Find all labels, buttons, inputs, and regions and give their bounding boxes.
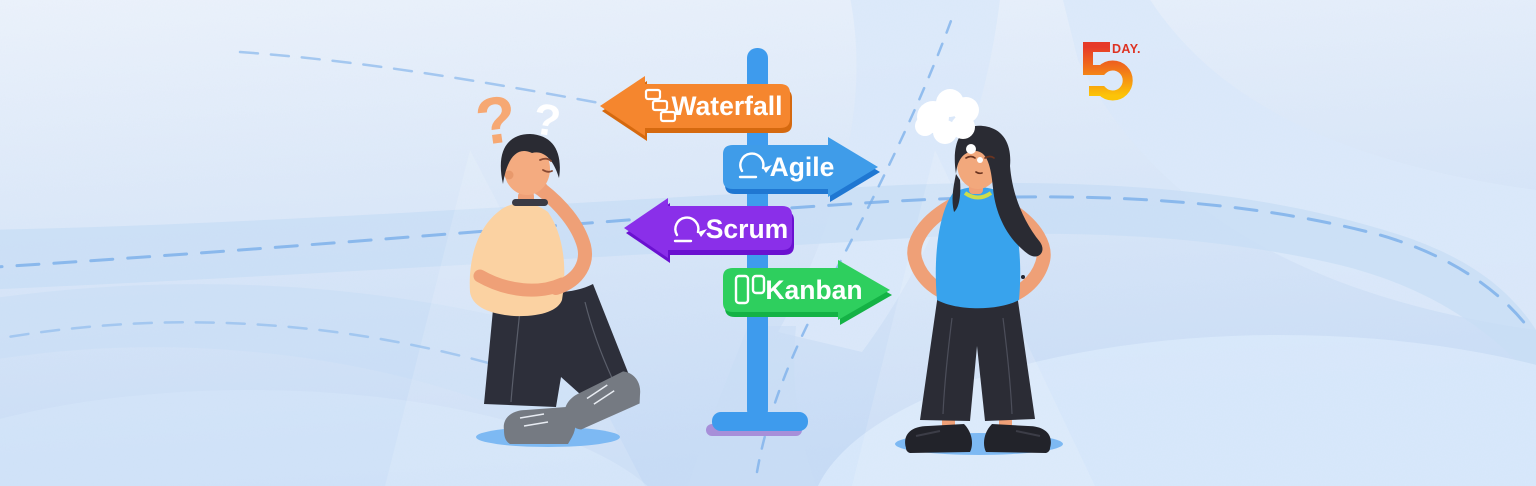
agile-icon-ring — [739, 152, 765, 173]
logo-number-glyph — [1083, 42, 1133, 101]
woman-hair-strand — [952, 174, 961, 212]
man-shoe-left-laces — [519, 413, 549, 427]
agile-icon-arrowhead — [763, 165, 772, 173]
scrum-loop-icon — [673, 216, 707, 243]
logo-number-path — [1083, 42, 1133, 101]
sign-agile: Agile — [723, 137, 880, 202]
man-pants-seam — [584, 301, 613, 379]
signpost-base — [712, 412, 808, 431]
sign-scrum-label: Scrum — [706, 214, 788, 244]
waterfall-icon-step — [644, 88, 662, 101]
sign-kanban-label: Kanban — [765, 275, 862, 305]
woman-pants-seam — [942, 317, 1013, 415]
man-raised-arm — [535, 183, 592, 295]
man-face-lines — [539, 157, 553, 173]
man-collar — [512, 199, 548, 206]
waterfall-icon-step — [651, 99, 669, 112]
woman-hair — [954, 125, 1043, 257]
sign-waterfall: Waterfall — [600, 76, 792, 141]
man-hair — [500, 134, 560, 184]
waterfall-cascade-icon — [644, 88, 677, 123]
man-head — [504, 143, 550, 195]
thought-bubble — [915, 89, 983, 163]
logo-suffix: DAY. — [1112, 42, 1141, 56]
logo-5day: 5 DAY. — [1083, 42, 1141, 101]
man-shoe-right — [565, 371, 641, 430]
woman-shoe-left-laces — [915, 430, 941, 437]
man-ear — [504, 170, 514, 180]
sign-scrum-arrow — [624, 198, 792, 258]
thought-bubble-trail — [977, 157, 983, 163]
woman-neck-trim — [963, 191, 993, 200]
woman-face-lines — [965, 155, 995, 175]
thought-bubble-puff — [933, 120, 957, 144]
sign-agile-arrow — [723, 137, 878, 197]
agile-loop-icon — [738, 152, 772, 179]
woman-pants — [920, 294, 1035, 421]
sign-scrum: Scrum — [624, 198, 794, 263]
man-illustration: ? ? — [469, 81, 641, 447]
woman-shoe-right-laces — [1015, 430, 1041, 437]
thought-bubble-trail — [966, 144, 976, 154]
man-shoe-left — [503, 407, 576, 444]
kanban-board-icon — [734, 274, 766, 305]
woman-shoe-right — [984, 424, 1051, 453]
woman-top — [935, 187, 1021, 309]
sign-waterfall-label: Waterfall — [672, 91, 783, 121]
sign-kanban: Kanban — [723, 260, 892, 325]
sign-agile-label: Agile — [770, 152, 835, 182]
woman-illustration — [895, 89, 1063, 455]
sign-kanban-arrow — [723, 260, 890, 320]
thought-bubble-puff — [951, 115, 975, 139]
scrum-icon-ring — [674, 216, 700, 237]
thought-bubble-puff — [915, 116, 935, 136]
waterfall-icon-step — [659, 110, 677, 123]
man-shoe-right-laces — [586, 384, 615, 405]
kanban-icon-column-short — [751, 274, 766, 295]
signpost: Waterfall Agile Scrum — [600, 48, 892, 436]
scrum-icon-arrowhead — [698, 229, 707, 237]
kanban-icon-column-tall — [734, 274, 750, 305]
man-shoe-right-shape — [565, 371, 641, 430]
woman-shoe-left — [905, 424, 972, 453]
woman-hand-mark — [1021, 275, 1025, 279]
